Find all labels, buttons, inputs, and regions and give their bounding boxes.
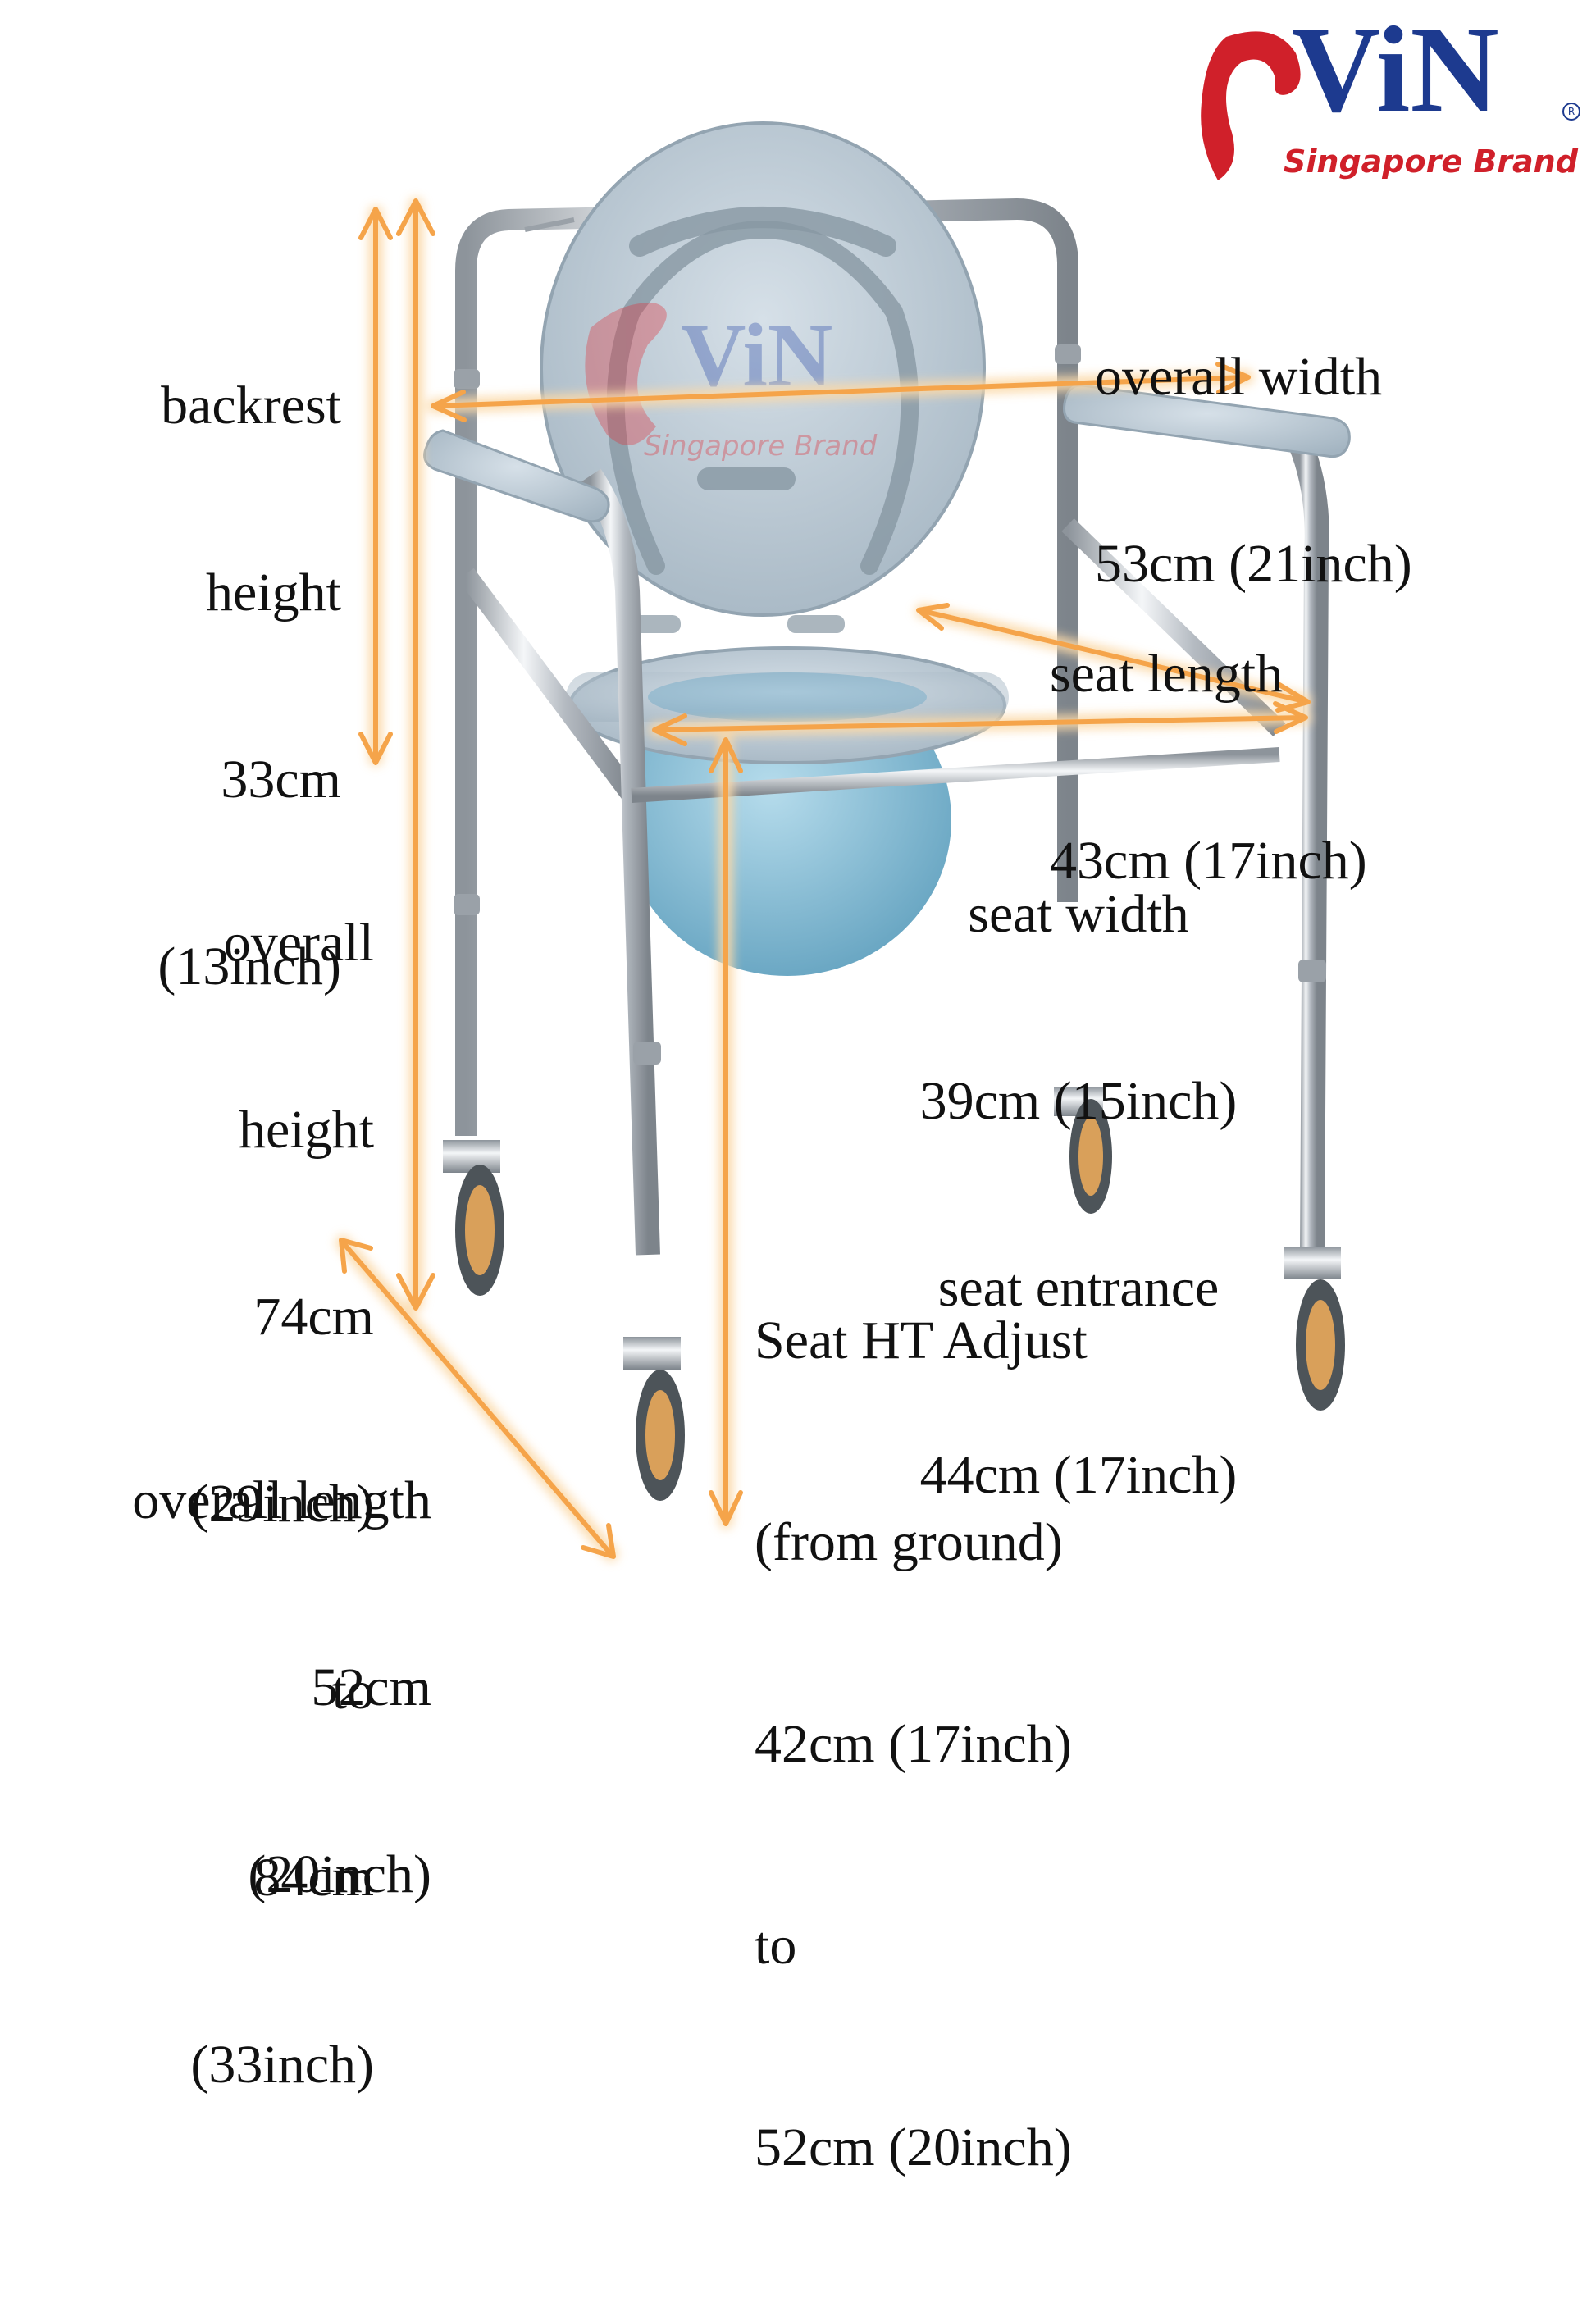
brand-tagline: Singapore Brand [1284, 144, 1578, 180]
seat-width-line-4: 44cm (17inch) [919, 1445, 1238, 1505]
commode-chair-illustration: ViN Singapore Brand [335, 121, 1351, 1561]
brand-name: ViN [1292, 2, 1499, 138]
seat-ht-adjust-line-2: (from ground) [755, 1512, 1063, 1572]
seat-ht-adjust-line-3: 42cm (17inch) [755, 1714, 1072, 1774]
backrest-height-line-3: 33cm [221, 750, 341, 809]
seat-width-line-1: seat width [968, 884, 1189, 944]
seat-length-line-1: seat length [1050, 644, 1284, 704]
seat-width-line-2: 39cm (15inch) [919, 1071, 1238, 1131]
seat-length-line-2: 43cm (17inch) [1050, 831, 1367, 891]
adjust-rings [454, 344, 1326, 1065]
seat-length-label: seat length 43cm (17inch) [1050, 518, 1367, 1017]
overall-length-line-2: 52cm [311, 1657, 431, 1717]
overall-width-line-2: 53cm (21inch) [1095, 534, 1412, 594]
overall-length-line-3: (20inch) [248, 1844, 431, 1904]
overall-height-line-3: 74cm [253, 1287, 374, 1347]
seat-width-line-3: seat entrance [937, 1258, 1220, 1318]
backrest-height-label: backrest height 33cm (13inch) [157, 250, 341, 1123]
overall-width-label: overall width 53cm (21inch) [1095, 221, 1412, 720]
lion-head-icon [1201, 31, 1301, 181]
overall-height-line-2: height [239, 1100, 374, 1160]
overall-length-label: overall length 52cm (20inch) [132, 1345, 431, 2031]
overall-height-line-1: overall [223, 913, 374, 973]
overall-height-line-7: (33inch) [190, 2035, 374, 2095]
dimension-arrows [335, 198, 1311, 1561]
registered-mark: R [1562, 103, 1580, 121]
seat-width-label: seat width 39cm (15inch) seat entrance 4… [873, 759, 1284, 1631]
armrests [423, 384, 1351, 523]
seat-ht-adjust-label: Seat HT Adjust (from ground) 42cm (17inc… [755, 1173, 1088, 2316]
backrest-height-line-2: height [206, 563, 341, 622]
brand-logo: ViN R Singapore Brand [1193, 4, 1580, 193]
overall-length-line-1: overall length [132, 1470, 431, 1530]
backrest-height-line-4: (13inch) [157, 937, 341, 996]
overall-height-line-4: (29inch) [190, 1474, 374, 1534]
seat-ht-adjust-line-4: to [755, 1916, 797, 1976]
overall-width-line-1: overall width [1095, 347, 1383, 407]
svg-text:Singapore Brand: Singapore Brand [644, 430, 878, 463]
backrest-height-line-1: backrest [161, 376, 341, 435]
seat-ht-adjust-line-1: Seat HT Adjust [755, 1311, 1088, 1370]
product-dimension-diagram: ViN Singapore Brand [132, 4, 1580, 2177]
seat-ht-adjust-line-5: 52cm (20inch) [755, 2118, 1072, 2177]
caster-wheels [443, 1087, 1345, 1501]
